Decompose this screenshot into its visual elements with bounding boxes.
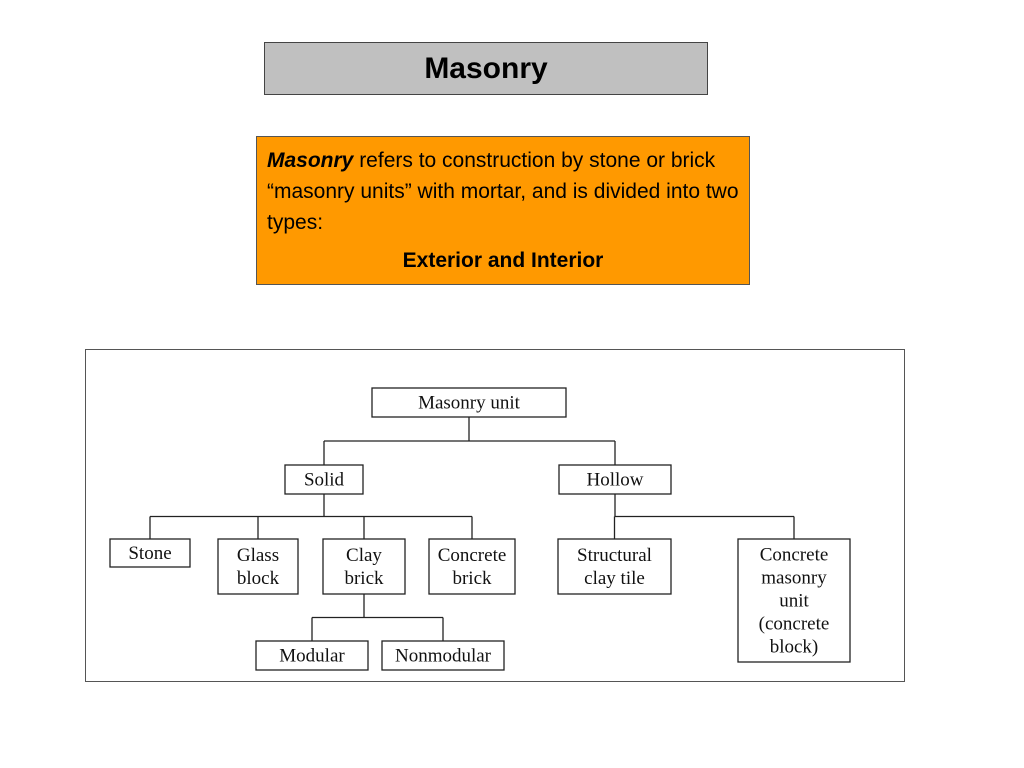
node-modular-box xyxy=(255,640,369,671)
node-clay-brick-label: Clay xyxy=(346,545,382,566)
node-modular: Modular xyxy=(255,640,369,671)
node-structural-clay-tile-label: clay tile xyxy=(584,568,645,589)
node-concrete-masonry-unit-box xyxy=(737,538,851,663)
node-concrete-brick-label: brick xyxy=(452,568,492,589)
node-structural-clay-tile-label: Structural xyxy=(577,545,652,566)
node-masonry-unit-label: Masonry unit xyxy=(418,393,521,414)
node-solid: Solid xyxy=(284,464,364,495)
node-glass-block-label: Glass xyxy=(237,545,279,566)
node-nonmodular-box xyxy=(381,640,505,671)
slide-title: Masonry xyxy=(424,51,548,85)
definition-text: Masonry refers to construction by stone … xyxy=(267,145,739,238)
node-hollow: Hollow xyxy=(558,464,672,495)
node-concrete-brick-box xyxy=(428,538,516,595)
node-stone: Stone xyxy=(109,538,191,568)
node-concrete-masonry-unit-label: unit xyxy=(779,591,809,612)
definition-types: Exterior and Interior xyxy=(402,249,604,272)
node-stone-label: Stone xyxy=(128,543,171,564)
node-hollow-box xyxy=(558,464,672,495)
node-clay-brick-box xyxy=(322,538,406,595)
slide-title-box: Masonry xyxy=(264,42,708,95)
node-modular-label: Modular xyxy=(279,646,345,667)
node-glass-block-box xyxy=(217,538,299,595)
definition-term: Masonry xyxy=(267,149,354,172)
node-structural-clay-tile-box xyxy=(557,538,672,595)
node-concrete-masonry-unit-label: masonry xyxy=(761,568,827,589)
node-masonry-unit-box xyxy=(371,387,567,418)
node-stone-box xyxy=(109,538,191,568)
node-glass-block-label: block xyxy=(237,568,280,589)
node-concrete-brick-label: Concrete xyxy=(438,545,507,566)
node-masonry-unit: Masonry unit xyxy=(371,387,567,418)
diagram-connectors xyxy=(149,417,795,641)
node-nonmodular-label: Nonmodular xyxy=(395,646,492,667)
node-concrete-masonry-unit-label: block) xyxy=(770,637,819,658)
node-solid-label: Solid xyxy=(304,470,345,491)
node-solid-box xyxy=(284,464,364,495)
definition-body: refers to construction by stone or brick… xyxy=(267,149,739,234)
definition-box: Masonry refers to construction by stone … xyxy=(256,136,750,285)
node-clay-brick-label: brick xyxy=(344,568,384,589)
node-concrete-masonry-unit-label: Concrete xyxy=(760,545,829,566)
node-hollow-label: Hollow xyxy=(587,470,644,491)
node-concrete-masonry-unit-label: (concrete xyxy=(759,614,830,635)
node-nonmodular: Nonmodular xyxy=(381,640,505,671)
